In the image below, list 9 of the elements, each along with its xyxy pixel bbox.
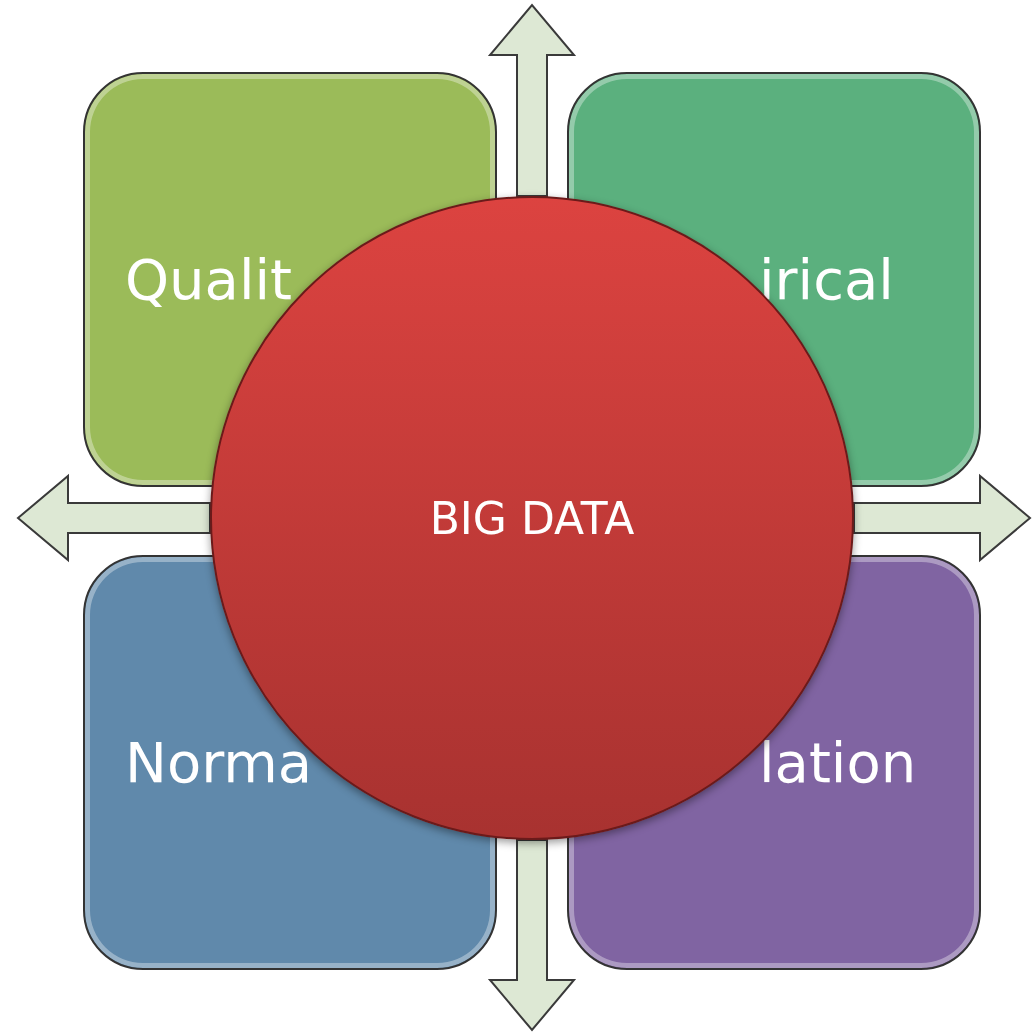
node-text: BIG DATA [429,492,635,544]
arrow [487,839,577,1032]
node-text: Norma [125,735,313,791]
node-text: irical [759,252,894,308]
arrow [16,473,211,563]
node-text: lation [759,735,917,791]
arrow [487,3,577,197]
node-text: Qualit [125,252,292,308]
arrow [853,473,1032,563]
